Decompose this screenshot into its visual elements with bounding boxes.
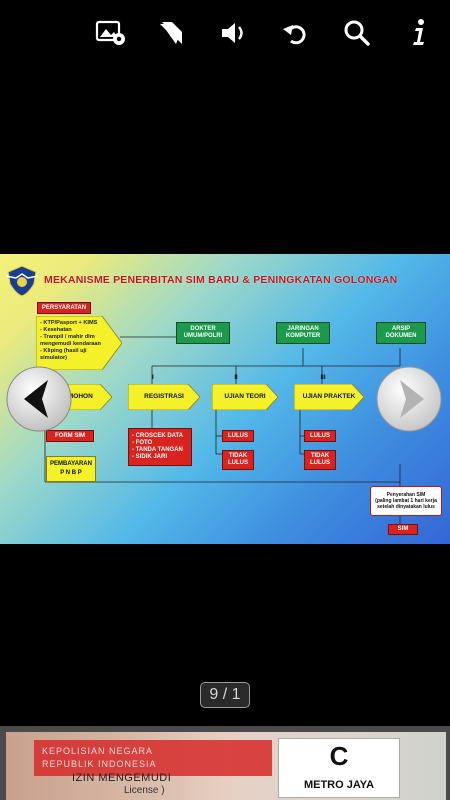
image-settings-icon[interactable] (94, 16, 128, 50)
dokter-box: DOKTER UMUM/POLRI (176, 322, 230, 344)
stage-number: III (320, 374, 326, 381)
requirements-list: - KTP/Pasport + KIMS - Kesehatan - Tramp… (40, 320, 101, 362)
slide-title: MEKANISME PENERBITAN SIM BARU & PENINGKA… (44, 274, 398, 286)
pemohon-label: PEMOHON (59, 393, 93, 400)
police-logo (6, 265, 38, 297)
requirements-arrow (36, 316, 122, 370)
pnbp-label: P N B P (60, 470, 82, 476)
slide-image: MEKANISME PENERBITAN SIM BARU & PENINGKA… (0, 254, 450, 544)
lulus-teori-box: LULUS (222, 430, 254, 442)
page-counter: 9 / 1 (200, 682, 250, 708)
info-icon[interactable] (402, 16, 436, 50)
ujian-teori-label: UJIAN TEORI (224, 393, 266, 400)
persyaratan-label: PERSYARATAN (37, 302, 91, 314)
registrasi-items-box: - CROSCEK DATA - FOTO - TANDA TANGAN - S… (128, 428, 192, 466)
penyerahan-note: (paling lambat 1 hari kerja setelah diny… (375, 498, 437, 510)
tidak-lulus-teori-box: TIDAK LULUS (222, 450, 254, 470)
requirement-item: - Kliping (hasil uji (40, 348, 87, 354)
penyerahan-box: Penyerahan SIM (paling lambat 1 hari ker… (370, 486, 442, 516)
ujian-teori-step: UJIAN TEORI (212, 384, 278, 410)
form-sim-box: FORM SIM (46, 430, 94, 442)
bookmark-icon[interactable] (154, 16, 188, 50)
license-region: METRO JAYA (303, 779, 375, 791)
volume-icon[interactable] (216, 16, 250, 50)
penyerahan-title: Penyerahan SIM (386, 492, 426, 498)
requirement-item: - Kesehatan (40, 327, 72, 333)
pembayaran-label: PEMBAYARAN (50, 461, 92, 467)
registrasi-item: - SIDIK JARI (132, 454, 168, 460)
requirement-item: simulator) (40, 355, 68, 361)
license-class-letter: C (329, 741, 349, 771)
flow-connectors (44, 336, 401, 524)
thumbnail-strip[interactable]: KEPOLISIAN NEGARA REPUBLIK INDONESIA IZI… (0, 726, 450, 800)
jaringan-box: JARINGAN KOMPUTER (276, 322, 330, 344)
registrasi-step: REGISTRASI (128, 384, 200, 410)
pembayaran-box: PEMBAYARAN P N B P (46, 456, 96, 482)
registrasi-item: - TANDA TANGAN (132, 447, 183, 453)
thumbnail-text: REPUBLIK INDONESIA (42, 759, 157, 769)
stage-number: I (152, 374, 154, 381)
chevron-left-icon (6, 366, 72, 432)
chevron-right-icon (376, 366, 442, 432)
next-button[interactable] (376, 366, 442, 432)
previous-button[interactable] (6, 366, 72, 432)
requirement-item: - KTP/Pasport + KIMS (40, 320, 98, 326)
registrasi-item: - CROSCEK DATA (132, 433, 184, 439)
thumbnail-image[interactable]: KEPOLISIAN NEGARA REPUBLIK INDONESIA IZI… (6, 732, 446, 800)
undo-icon[interactable] (278, 16, 312, 50)
thumbnail-text: KEPOLISIAN NEGARA (42, 746, 154, 756)
ujian-praktek-step: UJIAN PRAKTEK (294, 384, 364, 410)
search-icon[interactable] (340, 16, 374, 50)
requirement-item: mengemudi kendaraan (40, 341, 101, 347)
ujian-praktek-label: UJIAN PRAKTEK (302, 393, 356, 400)
registrasi-label: REGISTRASI (144, 393, 184, 400)
tidak-lulus-praktek-box: TIDAK LULUS (304, 450, 336, 470)
registrasi-item: - FOTO (132, 440, 153, 446)
requirement-item: - Trampil / mahir dlm (40, 334, 95, 340)
lulus-praktek-box: LULUS (304, 430, 336, 442)
thumbnail-text: IZIN MENGEMUDI (72, 772, 172, 784)
thumbnail-text: License ) (124, 785, 165, 796)
sim-box: SIM (388, 524, 418, 535)
license-class-card: C METRO JAYA (278, 738, 400, 798)
toolbar (0, 0, 450, 64)
stage-number: II (234, 374, 238, 381)
arsip-box: ARSIP DOKUMEN (376, 322, 426, 344)
